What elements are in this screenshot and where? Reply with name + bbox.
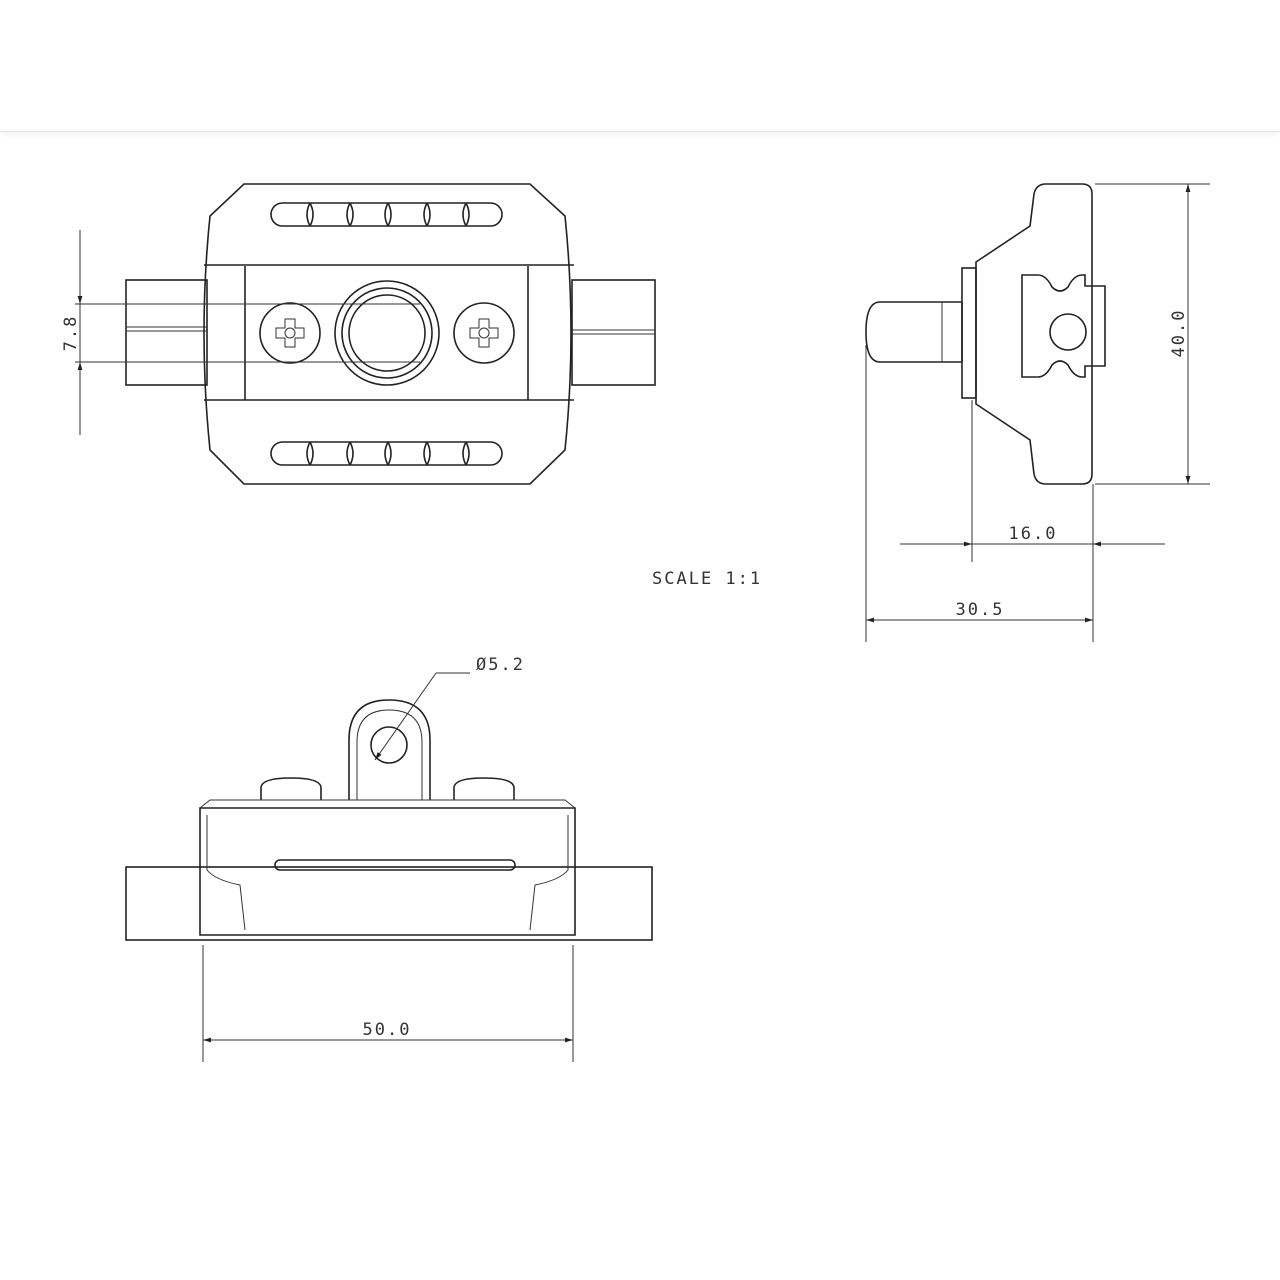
side-view: 40.0 16.0 30.5 bbox=[865, 183, 1210, 642]
header-bar bbox=[0, 0, 1280, 132]
front-body bbox=[199, 807, 576, 936]
screw-head-left bbox=[260, 777, 322, 800]
dim-width: 50.0 bbox=[363, 1020, 412, 1040]
base-plate bbox=[125, 866, 653, 941]
top-view: 7.8 bbox=[61, 183, 656, 485]
top-slot bbox=[270, 202, 503, 227]
right-stub bbox=[571, 279, 656, 386]
dim-depth-total: 30.5 bbox=[956, 600, 1005, 620]
screw-left-icon bbox=[259, 302, 321, 364]
eye-hole bbox=[370, 726, 408, 764]
left-stub bbox=[125, 279, 208, 386]
bottom-slot bbox=[270, 441, 503, 466]
dim-hole-diameter: Ø5.2 bbox=[476, 655, 525, 675]
pin bbox=[865, 301, 963, 363]
front-slot bbox=[274, 859, 516, 871]
scale-label: SCALE 1:1 bbox=[652, 569, 762, 589]
center-bolt bbox=[334, 280, 440, 386]
eye-tab bbox=[348, 699, 431, 800]
body-outline bbox=[203, 183, 572, 485]
dim-slot-height: 7.8 bbox=[61, 315, 81, 352]
dim-depth-body: 16.0 bbox=[1009, 524, 1058, 544]
side-body bbox=[975, 183, 1093, 485]
dim-height: 40.0 bbox=[1169, 309, 1189, 358]
front-view: Ø5.2 50.0 bbox=[125, 655, 653, 1062]
screw-head-right bbox=[453, 777, 515, 800]
screw-right-icon bbox=[453, 302, 515, 364]
